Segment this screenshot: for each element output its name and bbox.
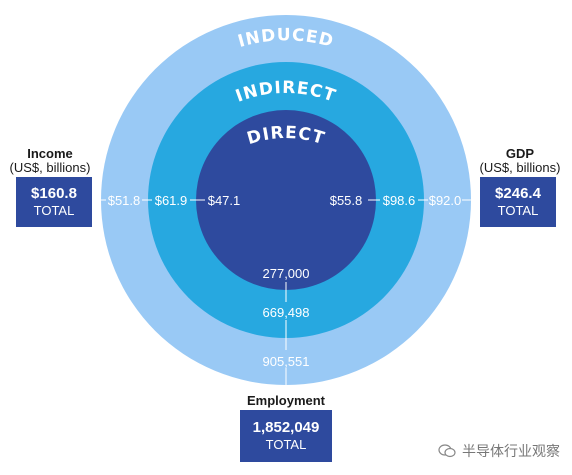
direct-circle <box>196 110 376 290</box>
gdp-induced-value: $92.0 <box>429 193 462 208</box>
employment-direct-value: 277,000 <box>263 266 310 281</box>
income-induced-value: $51.8 <box>108 193 141 208</box>
income-title: Income <box>27 146 73 161</box>
employment-induced-value: 905,551 <box>263 354 310 369</box>
income-indirect-value: $61.9 <box>155 193 188 208</box>
income-total-value: $160.8 <box>31 185 77 202</box>
chat-bubbles-icon <box>438 444 456 458</box>
employment-title: Employment <box>246 393 325 408</box>
employment-indirect-value: 669,498 <box>263 305 310 320</box>
gdp-direct-value: $55.8 <box>330 193 363 208</box>
employment-total-value: 1,852,049 <box>252 419 320 436</box>
income-total-box: $160.8 TOTAL <box>16 177 92 227</box>
gdp-total-box: $246.4 TOTAL <box>480 177 556 227</box>
gdp-total-value: $246.4 <box>495 185 541 202</box>
gdp-unit: (US$, billions) <box>479 160 561 175</box>
gdp-title: GDP <box>505 146 535 161</box>
income-total-label: TOTAL <box>33 203 75 218</box>
employment-total-box: 1,852,049 TOTAL <box>240 410 332 462</box>
connector-lines <box>98 199 474 386</box>
watermark: 半导体行业观察 <box>438 441 560 461</box>
income-unit: (US$, billions) <box>9 160 91 175</box>
gdp-total-label: TOTAL <box>497 203 539 218</box>
employment-total-label: TOTAL <box>265 437 307 452</box>
gdp-indirect-value: $98.6 <box>383 193 416 208</box>
income-direct-value: $47.1 <box>208 193 241 208</box>
watermark-text: 半导体行业观察 <box>462 444 560 460</box>
